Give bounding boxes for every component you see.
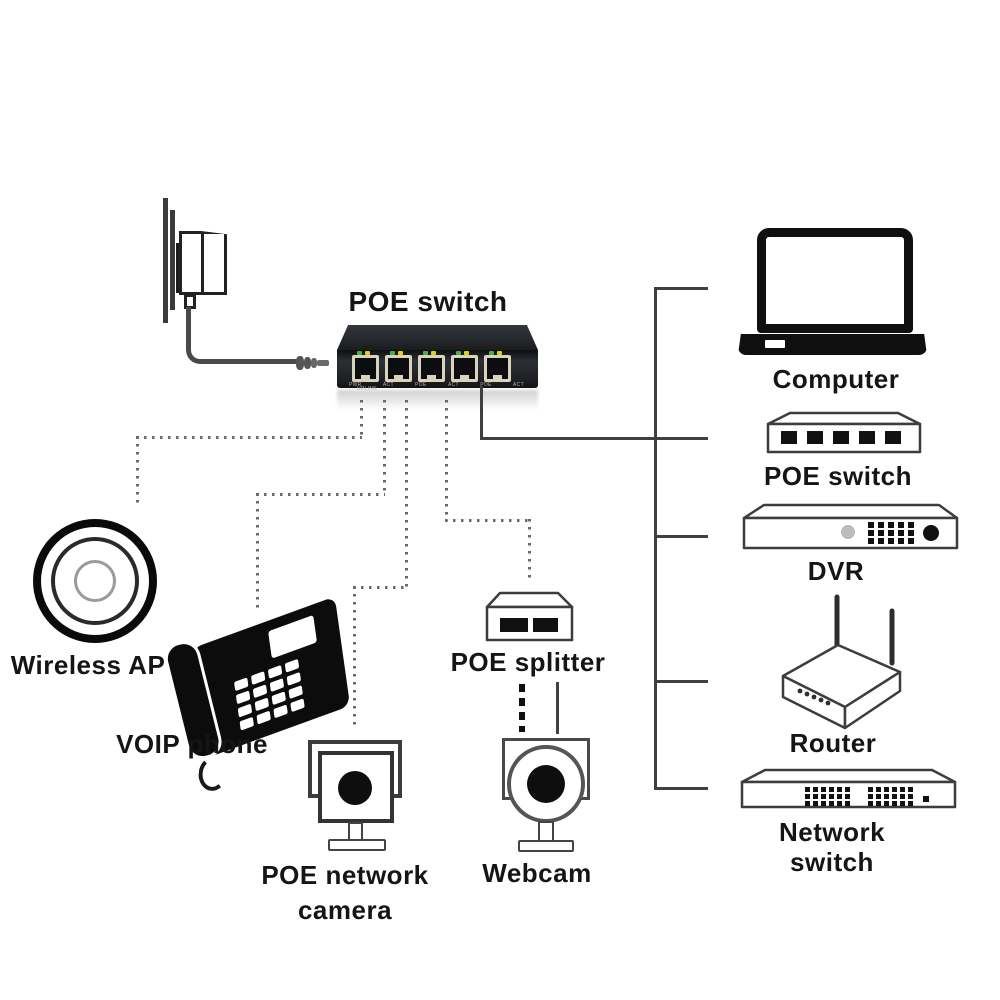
poe-camera-label-line2: camera — [297, 895, 393, 925]
wall-line-inner — [170, 210, 175, 310]
computer-icon — [738, 228, 927, 355]
power-adapter-icon — [179, 231, 227, 295]
webcam-stem — [538, 821, 554, 842]
stub-router — [654, 680, 708, 683]
line-switch-right — [480, 437, 708, 440]
webcam-label: Webcam — [482, 858, 592, 888]
poe-switch-small-icon — [766, 411, 922, 454]
rj45-port-5 — [484, 351, 511, 382]
adapter-split-line — [201, 234, 204, 292]
switch-port-row — [352, 351, 511, 382]
ap-ring-middle — [51, 537, 139, 625]
power-cable — [186, 307, 298, 364]
dotted-camera-3 — [353, 586, 356, 728]
wall-line-outer — [163, 198, 168, 323]
wall-shadow — [176, 243, 181, 293]
phone-cord — [197, 755, 229, 793]
switch-front-face: PWR ACT POE ACT POE ACT UPLINK — [337, 350, 538, 392]
dotted-phone-2 — [256, 493, 385, 496]
dotted-ap-3 — [136, 436, 139, 508]
solid-data-lead — [556, 682, 559, 734]
poe-splitter-label: POE splitter — [450, 647, 606, 677]
power-plug-icon — [296, 356, 332, 370]
wireless-ap-label: Wireless AP — [10, 650, 166, 680]
switch-top-face — [337, 325, 538, 350]
stub-computer — [654, 287, 708, 290]
router-label: Router — [789, 728, 877, 758]
dotted-camera-1 — [405, 400, 408, 588]
center-switch-label: POE switch — [348, 286, 508, 317]
rj45-port-3 — [418, 351, 445, 382]
poe-switch-main-icon: PWR ACT POE ACT POE ACT UPLINK — [335, 320, 540, 420]
dashed-power-lead — [519, 684, 525, 732]
poe-switch-small-label: POE switch — [763, 461, 913, 491]
dotted-ap-1 — [360, 400, 363, 438]
uplink-label: UPLINK — [357, 386, 377, 392]
switch-reflection — [337, 390, 538, 410]
stub-dvr — [654, 535, 708, 538]
dotted-camera-2 — [353, 586, 407, 589]
webcam-base — [518, 840, 574, 852]
dotted-ap-2 — [136, 436, 362, 439]
dotted-splitter-3 — [528, 519, 531, 583]
dvr-icon — [742, 503, 959, 550]
line-switch-down — [480, 386, 483, 439]
poe-camera-label: POE network camera — [245, 858, 445, 928]
voip-phone-label: VOIP phone — [116, 729, 268, 759]
computer-label: Computer — [772, 364, 900, 394]
laptop-screen — [757, 228, 913, 333]
dvr-label: DVR — [807, 556, 865, 586]
rj45-port-1 — [352, 351, 379, 382]
laptop-notch — [765, 340, 785, 348]
dotted-splitter-2 — [445, 519, 531, 522]
router-icon — [781, 594, 902, 730]
stub-network-switch — [654, 787, 708, 790]
ap-ring-inner — [74, 560, 116, 602]
ap-ring-outer — [33, 519, 157, 643]
dotted-phone-1 — [383, 400, 386, 495]
laptop-base — [738, 334, 927, 355]
rj45-port-2 — [385, 351, 412, 382]
poe-camera-label-line1: POE network — [261, 860, 429, 890]
network-switch-label: Network switch — [778, 817, 886, 877]
camera-base — [328, 839, 386, 851]
webcam-lens — [527, 765, 565, 803]
network-switch-icon — [740, 768, 957, 809]
camera-lens — [338, 771, 372, 805]
bus-vertical — [654, 287, 657, 790]
rj45-port-4 — [451, 351, 478, 382]
poe-splitter-icon — [485, 591, 574, 642]
dotted-phone-3 — [256, 493, 259, 612]
dotted-splitter-1 — [445, 400, 448, 521]
switch-port-labels: PWR ACT POE ACT POE ACT — [349, 382, 524, 388]
